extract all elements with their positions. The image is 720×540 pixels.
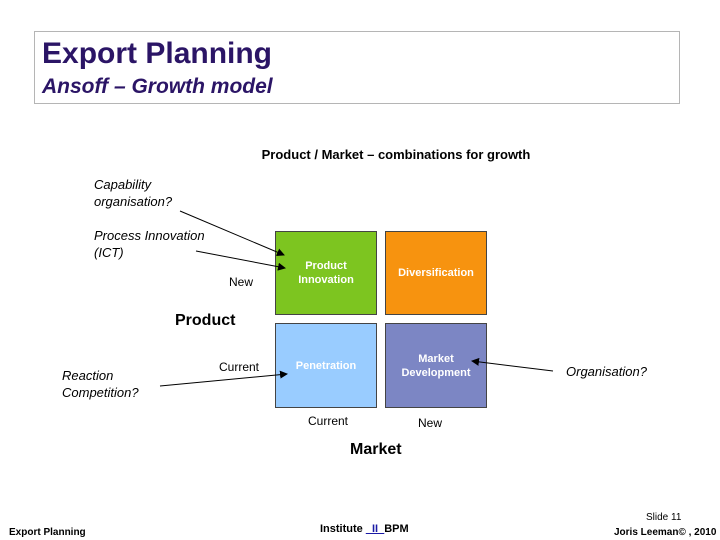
annotation-organisation: Organisation? bbox=[566, 364, 647, 379]
market-axis-title: Market bbox=[350, 441, 402, 458]
slide-title: Export Planning bbox=[42, 37, 273, 70]
quadrant-label: Market Development bbox=[401, 352, 471, 379]
arrow-reaction bbox=[159, 370, 288, 387]
product-axis-new: New bbox=[229, 275, 254, 289]
quadrant-label: Product Innovation bbox=[298, 260, 354, 286]
annotation-capability: Capability organisation? bbox=[94, 177, 173, 209]
annotation-process-innovation: Process Innovation (ICT) bbox=[94, 228, 205, 260]
market-axis-current: Current bbox=[308, 414, 349, 428]
footer-institute: Institute _II_BPM bbox=[320, 523, 409, 535]
product-axis-title: Product bbox=[175, 312, 236, 329]
footer-institute-suffix: BPM bbox=[384, 523, 409, 535]
diagram-heading: Product / Market – combinations for grow… bbox=[261, 147, 531, 162]
slide-number: Slide 11 bbox=[646, 512, 682, 523]
quadrant-diversification: Diversification bbox=[385, 231, 487, 315]
footer-left: Export Planning bbox=[9, 527, 86, 538]
quadrant-market-development: Market Development bbox=[385, 323, 487, 408]
quadrant-label: Diversification bbox=[398, 267, 474, 279]
quadrant-label: Penetration bbox=[295, 359, 357, 372]
quadrant-product-innovation: Product Innovation bbox=[275, 231, 377, 315]
arrow-capability bbox=[179, 210, 285, 256]
annotation-reaction-competition: Reaction Competition? bbox=[62, 368, 139, 400]
slide-subtitle: Ansoff – Growth model bbox=[42, 75, 273, 98]
title-frame bbox=[34, 31, 680, 104]
market-axis-new: New bbox=[418, 416, 443, 430]
arrow-organisation bbox=[471, 357, 554, 372]
footer-right: Joris Leeman© , 2010 bbox=[614, 527, 717, 538]
footer-institute-highlight: _II_ bbox=[365, 523, 385, 535]
product-axis-current: Current bbox=[219, 360, 260, 374]
quadrant-penetration: Penetration bbox=[275, 323, 377, 408]
footer-institute-prefix: Institute bbox=[320, 523, 366, 535]
arrow-process bbox=[195, 250, 286, 271]
